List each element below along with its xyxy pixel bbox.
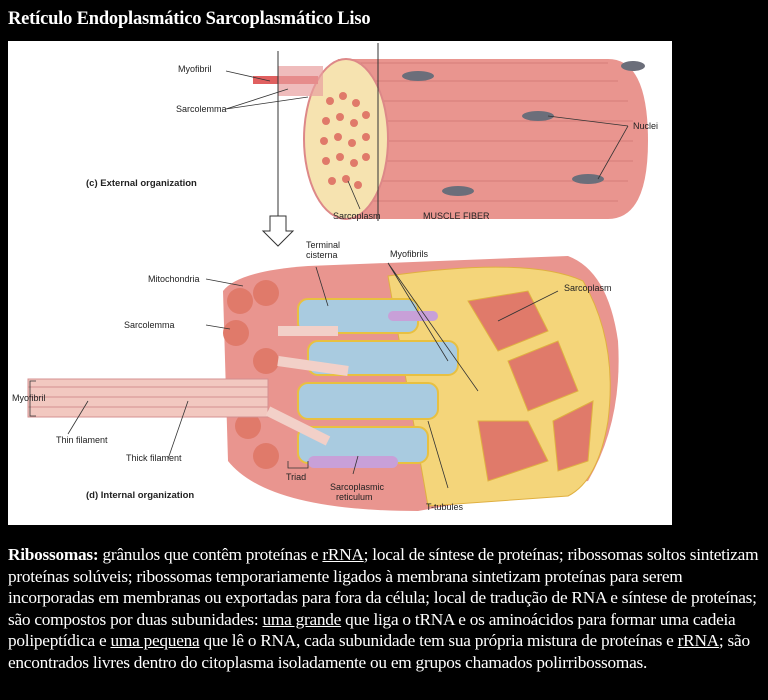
label-terminal-cisterna-line1: Terminal <box>306 240 340 250</box>
link-uma-pequena[interactable]: uma pequena <box>110 631 200 651</box>
label-thick-filament: Thick filament <box>126 453 182 463</box>
text-segment: ; são encontrados livres dentro do citop… <box>8 631 750 672</box>
label-sarcolemma-external: Sarcolemma <box>176 104 227 114</box>
internal-leaders <box>29 262 559 489</box>
label-myofibril-external: Myofibril <box>178 64 212 74</box>
page-title: Retículo Endoplasmático Sarcoplasmático … <box>8 9 371 29</box>
label-triad: Triad <box>286 472 306 482</box>
label-sarcoplasmic-reticulum-line1: Sarcoplasmic <box>330 482 385 492</box>
label-t-tubules: T-tubules <box>426 502 464 512</box>
internal-fiber <box>27 256 619 511</box>
label-thin-filament: Thin filament <box>56 435 108 445</box>
label-myofibrils: Myofibrils <box>390 249 429 259</box>
label-terminal-cisterna-line2: cisterna <box>306 250 338 260</box>
external-leaders <box>225 70 629 210</box>
text-segment: grânulos que contêm proteínas e <box>98 545 323 564</box>
label-myofibril-internal: Myofibril <box>12 393 46 403</box>
diagram-svg: Myofibril Sarcolemma (c) External organi… <box>12 43 658 512</box>
text-segment: que lê o RNA, cada subunidade tem sua pr… <box>199 631 678 651</box>
caption-internal-organization: (d) Internal organization <box>86 490 194 501</box>
text-segment: que liga o tRNA e os aminoácidos para fo… <box>8 609 736 651</box>
label-nuclei: Nuclei <box>633 121 658 131</box>
muscle-fiber-diagram: Myofibril Sarcolemma (c) External organi… <box>8 41 672 525</box>
external-fiber <box>253 43 648 247</box>
label-sarcolemma-internal: Sarcolemma <box>124 320 175 330</box>
label-sarcoplasmic-reticulum-line2: reticulum <box>336 492 373 502</box>
ribosome-description: Ribossomas: grânulos que contêm proteína… <box>8 544 763 674</box>
link-uma-grande[interactable]: uma grande <box>262 609 342 629</box>
caption-external-organization: (c) External organization <box>86 178 197 189</box>
label-mitochondria: Mitochondria <box>148 274 200 284</box>
label-sarcoplasm-external: Sarcoplasm <box>333 211 381 221</box>
label-sarcoplasm-internal: Sarcoplasm <box>564 283 612 293</box>
link-rrna[interactable]: rRNA <box>322 545 364 564</box>
label-muscle-fiber: MUSCLE FIBER <box>423 211 490 221</box>
text-segment: ; local de síntese de proteínas; ribosso… <box>8 545 759 629</box>
link-rrna-2[interactable]: rRNA <box>677 631 720 651</box>
term-ribossomas: Ribossomas: <box>8 545 99 564</box>
